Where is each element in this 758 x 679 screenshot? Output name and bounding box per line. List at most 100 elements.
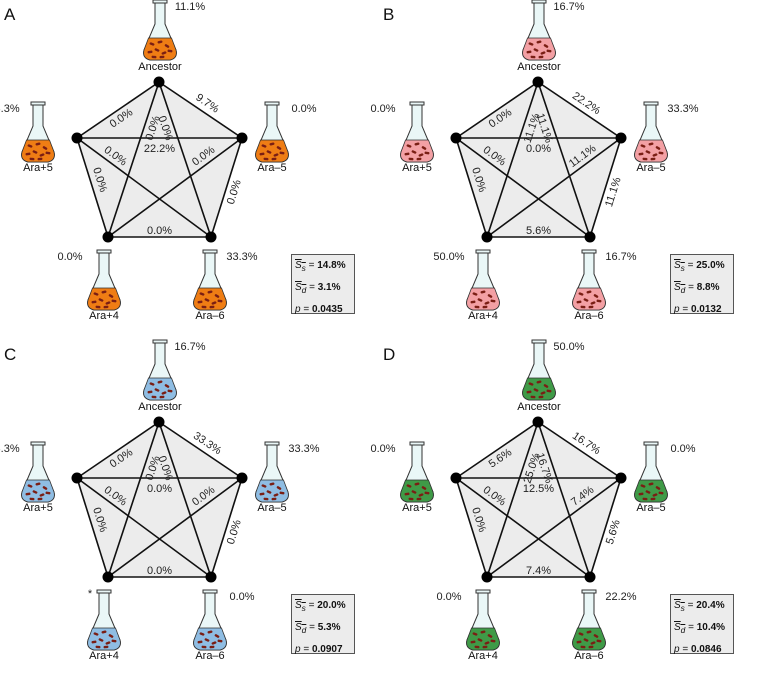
flask-value: 0.0% [436,591,461,603]
flask-name: Ara+4 [468,650,498,662]
ara-5-flask-icon [255,441,289,503]
bacterium-cell [477,638,483,642]
flask-value: 16.7% [553,1,584,13]
ara-4-flask-icon [87,249,121,311]
edge-line [210,477,243,578]
bacterium-cell [39,153,45,157]
panel-label: B [383,5,394,24]
bacterium-cell [533,48,539,52]
bacterium-cell [261,144,267,148]
network-diagram: A9.7%0.0%0.0%0.0%22.2%0.0%0.0%0.0%0.0%0.… [0,0,317,322]
ancestor-flask-icon [143,0,177,61]
ara-4-flask-icon [87,589,121,651]
edge-label: 7.4% [526,565,551,577]
bacterium-cell [470,640,476,644]
flask-name: Ara–6 [574,310,603,322]
bacterium-cell [164,44,170,48]
flask-name: Ara+5 [23,162,53,174]
bacterium-cell [482,645,488,649]
bacterium-cell [201,305,207,309]
node-dot [532,416,544,428]
bacterium-cell [199,292,205,296]
bacterium-cell [652,493,658,497]
stat-sd: Sd = 3.1% [295,282,341,295]
bacterium-cell [596,299,602,303]
bacterium-cell [199,632,205,636]
bacterium-cell [640,144,646,148]
bacterium-cell [263,157,269,161]
bacterium-cell [211,641,217,645]
bacterium-cell [484,301,490,305]
flask-value: 0.0% [229,591,254,603]
bacterium-cell [418,153,424,157]
bacterium-cell [411,150,417,154]
edge-line [76,137,109,238]
edge-line [210,137,243,238]
stats-box: Ss = 20.0%Sd = 5.3%p = 0.0907 [291,594,355,655]
flask-name: Ara–5 [257,502,286,514]
node-dot [615,132,627,144]
flask-value: 0.0% [370,443,395,455]
edge-line [537,421,591,578]
stat-p: p = 0.0846 [674,644,722,655]
bacterium-cell [588,305,594,309]
bacterium-cell [424,151,430,155]
bacterium-cell [655,486,661,490]
edge-line [158,421,212,578]
bacterium-cell [546,389,552,393]
edge-line [107,421,160,578]
bacterium-cell [596,639,602,643]
bacterium-cell [27,484,33,488]
flask-name: Ancestor [517,401,561,413]
bacterium-cell [207,290,213,294]
flask-name: Ara+4 [89,650,119,662]
bacterium-cell [151,55,157,59]
edge-label: 5.6% [526,225,551,237]
edge-line [158,421,243,479]
bacterium-cell [276,486,282,490]
edge-line [455,137,488,238]
stat-ss: Ss = 20.0% [295,600,346,613]
bacterium-cell [576,640,582,644]
bacterium-cell [526,390,532,394]
bacterium-cell [588,645,594,649]
edge-line [537,81,591,238]
node-dot [153,416,165,428]
bacterium-cell [211,301,217,305]
bacterium-cell [207,630,213,634]
flask-name: Ara+5 [402,162,432,174]
bacterium-cell [105,641,111,645]
bacterium-cell [586,630,592,634]
bacterium-cell [472,632,478,636]
pentagon-background [77,422,242,577]
bacterium-cell [147,50,153,54]
ara-6-flask-icon [193,589,227,651]
bacterium-cell [204,638,210,642]
ara-6-flask-icon [572,589,606,651]
bacterium-cell [404,152,410,156]
bacterium-cell [91,300,97,304]
bacterium-cell [576,300,582,304]
bacterium-cell [640,484,646,488]
bacterium-cell [578,632,584,636]
bacterium-cell [45,151,51,155]
flask-value: 16.7% [174,341,205,353]
bacterium-cell [526,50,532,54]
bacterium-cell [197,640,203,644]
bacterium-cell [404,492,410,496]
bacterium-cell [408,497,414,501]
bacterium-cell [590,641,596,645]
edge-line [455,421,539,479]
edge-line [76,137,212,238]
flask-value: 0.0% [370,103,395,115]
bacterium-cell [39,493,45,497]
node-dot [102,571,114,583]
bacterium-cell [214,634,220,638]
edge-line [455,137,591,238]
bacterium-cell [154,48,160,52]
stat-p: p = 0.0132 [674,304,722,315]
node-dot [236,472,248,484]
pentagon-background [456,422,621,577]
node-dot [584,231,596,243]
